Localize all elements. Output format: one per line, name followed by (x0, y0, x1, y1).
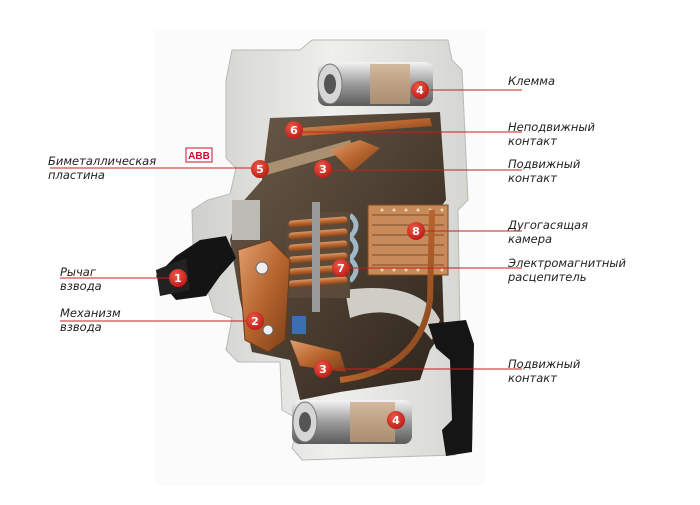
abb-logo: ABB (188, 151, 210, 162)
top-terminal (317, 62, 433, 106)
copper-runner (339, 209, 435, 383)
svg-text:1: 1 (174, 272, 182, 285)
svg-text:6: 6 (290, 124, 298, 137)
svg-text:5: 5 (256, 163, 264, 176)
svg-text:8: 8 (412, 225, 420, 238)
marker-3-bottom: 3 (314, 360, 332, 378)
svg-text:4: 4 (392, 414, 400, 427)
leader-lines (50, 89, 522, 370)
marker-2: 2 (246, 312, 264, 330)
svg-text:7: 7 (337, 262, 345, 275)
mechanism-plate (237, 239, 291, 353)
svg-text:3: 3 (319, 163, 327, 176)
din-rail-clip (428, 320, 474, 456)
abb-logo-box (185, 147, 213, 163)
marker-8: 8 (407, 222, 425, 240)
marker-7: 7 (332, 259, 350, 277)
svg-text:2: 2 (251, 315, 259, 328)
arc-runner (345, 288, 440, 340)
marker-1: 1 (169, 269, 187, 287)
marker-3-top: 3 (314, 160, 332, 178)
lower-moving-contact (290, 340, 346, 372)
marker-4-top: 4 (411, 81, 429, 99)
svg-text:3: 3 (319, 363, 327, 376)
bottom-terminal (292, 400, 412, 444)
moving-contact-arm (330, 140, 380, 172)
solenoid-coil (286, 202, 350, 312)
label-terminal-top: Клемма (508, 74, 555, 88)
casing-detail (232, 200, 260, 240)
bimetal-strip-part (252, 140, 354, 178)
svg-text:4: 4 (416, 84, 424, 97)
markers: 4 6 5 3 8 7 1 2 3 4 (169, 81, 429, 429)
marker-6: 6 (285, 121, 303, 139)
marker-5: 5 (251, 160, 269, 178)
marker-4-bottom: 4 (387, 411, 405, 429)
